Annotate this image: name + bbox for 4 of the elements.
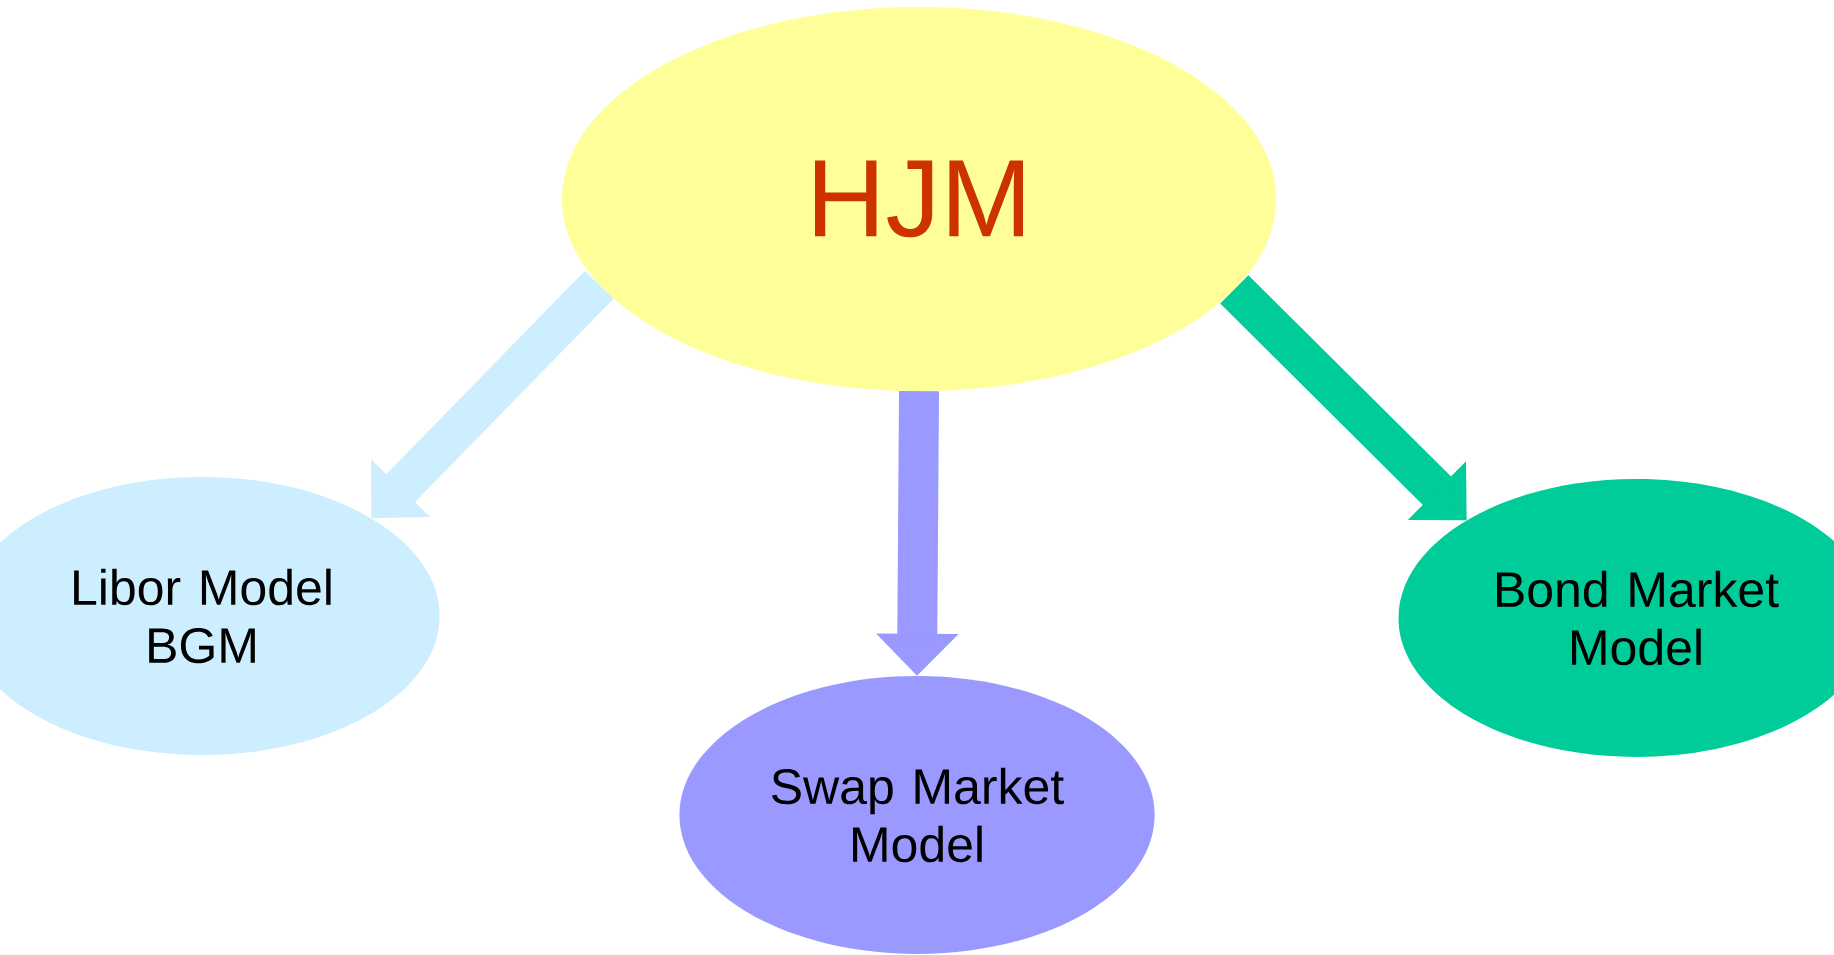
ellipse-node: Swap Market Model xyxy=(679,676,1155,954)
block-arrow xyxy=(1220,275,1467,521)
block-arrow xyxy=(371,270,614,519)
ellipse-node: HJM xyxy=(561,7,1277,391)
